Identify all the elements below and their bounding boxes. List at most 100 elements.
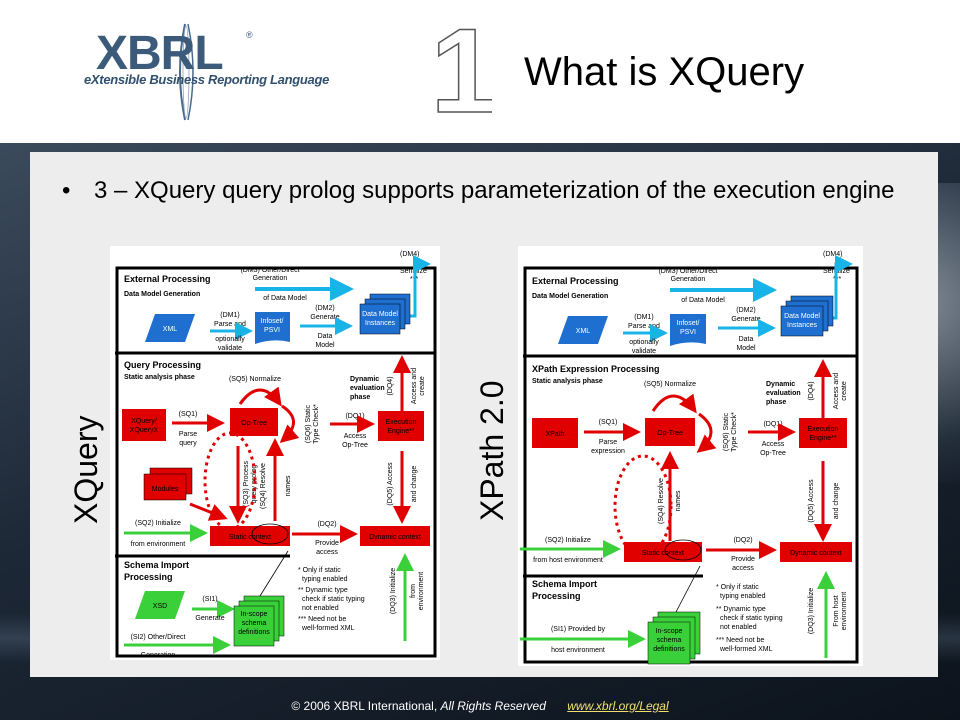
diagram-text: Generate — [195, 615, 224, 622]
diagram-text: Engine** — [387, 428, 415, 435]
diagram-text: (DQ3) Initialize — [390, 568, 397, 614]
diagram-text: Static context — [642, 550, 684, 557]
diagram-text: not enabled — [720, 624, 757, 631]
diagram-text: Instances — [365, 320, 395, 327]
diagram-text: access — [732, 565, 754, 572]
diagram-text: Infoset/ — [677, 320, 700, 327]
footer-rights: All Rights Reserved — [440, 699, 546, 713]
xquery-processing-diagram: External Processing Data Model Generatio… — [110, 246, 440, 660]
diagram-text: ** Dynamic type — [716, 606, 766, 613]
diagram-text: Parse and — [628, 323, 660, 330]
diagram-text: Parse and — [214, 321, 246, 328]
diagram-text: Modules — [152, 486, 179, 493]
diagram-text: access — [316, 549, 338, 556]
xquery-label: XQuery — [68, 415, 104, 524]
logo-wordmark: XBRL — [96, 27, 224, 80]
diagram-text: well-formed XML — [719, 646, 773, 653]
diagram-text: (DQ4) — [808, 381, 815, 400]
bullet-text: 3 – XQuery query prolog supports paramet… — [94, 177, 895, 204]
diagram-text: XQuery/ — [131, 418, 157, 425]
diagram-text: (DM2) — [736, 307, 755, 314]
diagram-text: (DQ2) — [733, 537, 752, 544]
diagram-text: Op-Tree — [342, 442, 368, 449]
diagram-text: validate — [632, 348, 656, 355]
diagram-text: * Only if static — [298, 567, 341, 574]
slide-number: 1 — [437, 20, 492, 120]
diagram-text: PSVI — [680, 329, 696, 336]
diagram-text: (DQ5) Access — [387, 462, 394, 506]
diagram-text: (DM1) — [220, 312, 239, 319]
logo-tagline: eXtensible Business Reporting Language — [84, 72, 330, 87]
diagram-text: evaluation — [766, 390, 801, 397]
diagram-text: (SI2) Other/Direct — [131, 634, 186, 641]
diagram-text: (DM1) — [634, 314, 653, 321]
diagram-text: In-scope — [656, 628, 683, 635]
bullet-marker: • — [62, 177, 71, 204]
diagram-text: query prolog — [251, 464, 258, 503]
diagram-text: Data Model — [362, 311, 398, 318]
diagram-text: from host environment — [533, 557, 603, 564]
diagram-text: optionally — [629, 339, 659, 346]
diagram-text: (DQ3) Initialize — [808, 588, 815, 634]
diagram-text: Dynamic context — [790, 550, 842, 557]
diagram-text: Schema Import — [124, 560, 189, 570]
diagram-text: Execution — [386, 419, 417, 426]
diagram-text: (SI1) — [202, 596, 217, 603]
diagram-text: (SQ6) Static — [723, 412, 730, 451]
diagram-text: (SQ5) Normalize — [644, 381, 696, 388]
diagram-text: optionally — [215, 336, 245, 343]
diagram-text: PSVI — [264, 327, 280, 334]
diagram-text: names — [285, 475, 292, 497]
diagram-text: from — [410, 584, 417, 598]
diagram-text: evaluation — [350, 385, 385, 392]
diagram-text: Data — [739, 336, 754, 343]
diagram-text: Static context — [229, 534, 271, 541]
diagram-text: Model — [315, 342, 335, 349]
diagram-text: XPath Expression Processing — [532, 364, 660, 374]
diagram-text: (DQ4) — [387, 376, 394, 395]
diagram-text: (SQ1) — [179, 411, 198, 418]
diagram-text: check if static typing — [720, 615, 783, 622]
diagram-text: and change — [833, 483, 840, 520]
diagram-text: XSD — [153, 603, 167, 610]
diagram-text: Op-Tree — [657, 430, 683, 437]
diagram-text: Generation — [141, 652, 176, 659]
logo-registered-mark: ® — [246, 30, 253, 40]
diagram-text: *** Need not be — [716, 637, 764, 644]
diagram-text: Serialize — [400, 268, 427, 275]
legal-link[interactable]: www.xbrl.org/Legal — [567, 699, 669, 713]
diagram-text: typing enabled — [720, 593, 766, 600]
diagram-text: of Data Model — [263, 295, 307, 302]
diagram-text: Generation — [253, 275, 288, 282]
slide-header — [0, 0, 960, 143]
diagram-text: create — [419, 376, 426, 396]
diagram-text: Access — [762, 441, 785, 448]
diagram-text: expression — [591, 448, 625, 455]
diagram-text: Dynamic — [350, 376, 379, 383]
diagram-text: XML — [163, 326, 178, 333]
footer-copyright: © 2006 XBRL International, — [291, 699, 438, 713]
diagram-text: Generate — [731, 316, 760, 323]
diagram-text: (DM3) Other/Direct — [658, 268, 717, 275]
diagram-text: of Data Model — [681, 297, 725, 304]
diagram-text: definitions — [653, 646, 685, 653]
diagram-text: Instances — [787, 322, 817, 329]
diagram-text: (DM3) Other/Direct — [240, 267, 299, 274]
diagram-text: Data — [318, 333, 333, 340]
diagram-text: query — [179, 440, 197, 447]
diagram-text: check if static typing — [302, 596, 365, 603]
diagram-text: Op-Tree — [241, 420, 267, 427]
diagram-text: (SQ6) Static — [305, 404, 312, 443]
diagram-text: Data Model Generation — [532, 293, 608, 300]
diagram-text: External Processing — [124, 274, 211, 284]
diagram-text: Data Model — [784, 313, 820, 320]
diagram-text: Schema Import — [532, 579, 597, 589]
diagram-text: host environment — [551, 647, 605, 654]
diagram-text: (SI1) Provided by — [551, 626, 606, 633]
diagram-text: Generate — [310, 314, 339, 321]
diagram-text: Static analysis phase — [124, 374, 195, 381]
diagram-text: Execution — [808, 426, 839, 433]
slide-number-graphic: 1 — [437, 20, 492, 120]
diagram-text: Provide — [731, 556, 755, 563]
diagram-text: Processing — [532, 591, 581, 601]
